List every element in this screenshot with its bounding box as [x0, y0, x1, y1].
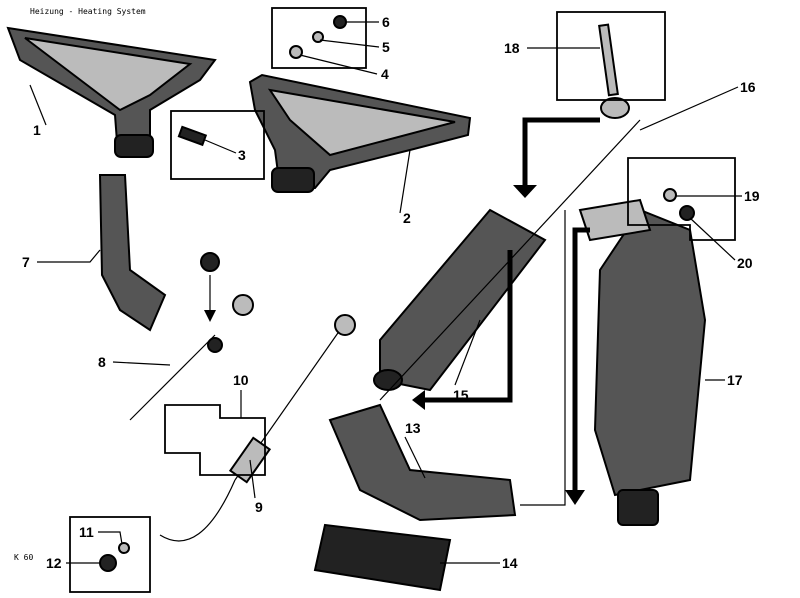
nut-icon [200, 252, 220, 272]
label-8: 8 [98, 354, 106, 370]
label-4: 4 [381, 66, 389, 82]
label-12: 12 [46, 555, 62, 571]
label-2: 2 [403, 210, 411, 226]
part-3-box [170, 110, 265, 180]
diagram-title: Heizung - Heating System [30, 7, 146, 16]
part-13-hose [328, 403, 517, 522]
leader-lines [29, 21, 742, 564]
part-19-20-box [627, 157, 736, 241]
label-13: 13 [405, 420, 421, 436]
part-17-heat-exchanger [593, 208, 707, 497]
label-5: 5 [382, 39, 390, 55]
part-11-12-box [69, 516, 151, 593]
part-7-hose [98, 174, 167, 332]
label-20: 20 [737, 255, 753, 271]
label-1: 1 [33, 122, 41, 138]
label-9: 9 [255, 499, 263, 515]
part-16-clamp [600, 97, 630, 119]
part-3-bolt [177, 125, 208, 147]
label-18: 18 [504, 40, 520, 56]
part-11-washer [118, 542, 130, 554]
part-1-left-heater-vent [6, 26, 217, 158]
part-10-box [164, 404, 266, 476]
part-15-heat-exchanger [379, 208, 547, 392]
label-6: 6 [382, 14, 390, 30]
part-18-bolt [598, 23, 619, 97]
label-17: 17 [727, 372, 743, 388]
label-3: 3 [238, 147, 246, 163]
part-18-box [556, 11, 666, 101]
label-16: 16 [740, 79, 756, 95]
label-15: 15 [453, 387, 469, 403]
label-19: 19 [744, 188, 760, 204]
part-4-washer [289, 45, 303, 59]
part-2-right-heater-vent [248, 73, 472, 193]
part-4-6-box [271, 7, 367, 69]
label-10: 10 [233, 372, 249, 388]
diagram-code: K 60 [14, 553, 33, 562]
part-14-sleeve [313, 523, 452, 592]
part-8-cable [129, 334, 216, 421]
part-12-nut [99, 554, 117, 572]
label-14: 14 [502, 555, 518, 571]
part-6-nut [333, 15, 347, 29]
label-11: 11 [79, 524, 94, 540]
label-7: 7 [22, 254, 30, 270]
